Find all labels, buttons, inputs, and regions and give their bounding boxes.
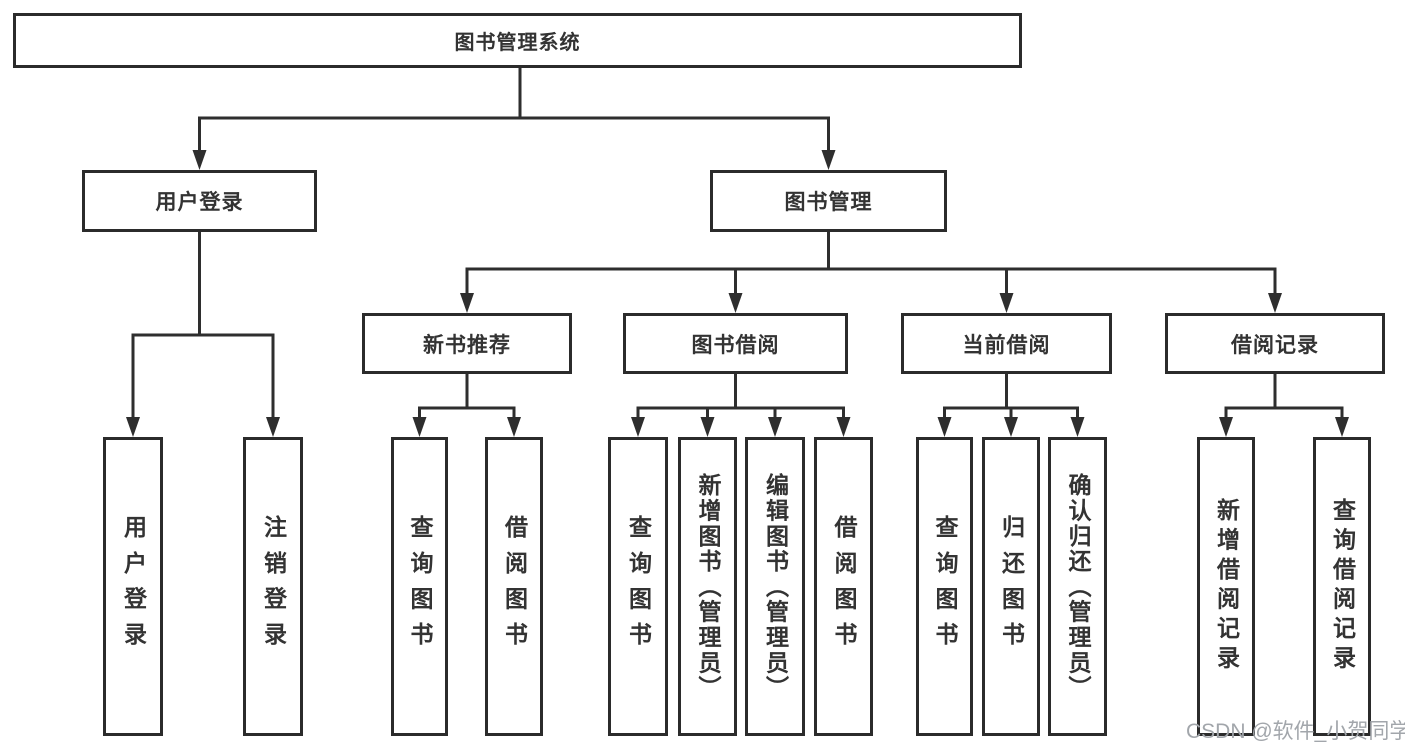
node-borrowing-records: 借阅记录 [1165, 313, 1385, 374]
node-label: 用户登录 [120, 515, 147, 658]
leaf-add-book-admin: 新增图书（管理员） [678, 437, 737, 736]
node-new-book-recommendation: 新书推荐 [362, 313, 572, 374]
leaf-query-books-recommend: 查询图书 [391, 437, 448, 736]
node-label: 新书推荐 [423, 333, 511, 357]
leaf-user-login: 用户登录 [103, 437, 163, 736]
node-label: 新增图书（管理员） [695, 472, 721, 701]
node-label: 编辑图书（管理员） [762, 472, 789, 701]
node-label: 归还图书 [998, 515, 1025, 658]
node-label: 图书管理 [784, 191, 873, 214]
leaf-return-book: 归还图书 [982, 437, 1040, 736]
node-label: 用户登录 [155, 191, 244, 214]
node-label: 注销登录 [260, 515, 287, 658]
node-label: 确认归还（管理员） [1065, 472, 1091, 701]
leaf-borrow-books-recommend: 借阅图书 [485, 437, 543, 736]
node-label: 借阅图书 [831, 515, 857, 658]
node-label: 查询图书 [407, 515, 433, 658]
node-label: 查询借阅记录 [1329, 498, 1356, 675]
leaf-add-borrow-record: 新增借阅记录 [1197, 437, 1255, 736]
node-label: 查询图书 [932, 515, 958, 658]
node-user-login: 用户登录 [82, 170, 317, 232]
node-label: 新增借阅记录 [1213, 498, 1240, 675]
leaf-edit-book-admin: 编辑图书（管理员） [745, 437, 805, 736]
watermark: CSDN @软件_小贺同学 [1186, 720, 1405, 743]
leaf-confirm-return-admin: 确认归还（管理员） [1048, 437, 1107, 736]
leaf-query-books-current: 查询图书 [916, 437, 973, 736]
node-label: 借阅记录 [1231, 333, 1319, 357]
leaf-borrow-books: 借阅图书 [814, 437, 873, 736]
leaf-logout: 注销登录 [243, 437, 303, 736]
node-current-borrowing: 当前借阅 [901, 313, 1112, 374]
node-label: 当前借阅 [962, 333, 1051, 357]
node-label: 借阅图书 [501, 515, 528, 658]
node-book-management: 图书管理 [710, 170, 947, 232]
node-label: 图书借阅 [691, 333, 780, 357]
leaf-query-books-borrow: 查询图书 [608, 437, 668, 736]
leaf-query-borrow-record: 查询借阅记录 [1313, 437, 1371, 736]
node-label: 图书管理系统 [454, 32, 581, 54]
node-label: 查询图书 [625, 515, 652, 658]
node-book-borrowing: 图书借阅 [623, 313, 848, 374]
node-library-management-system: 图书管理系统 [13, 13, 1022, 68]
